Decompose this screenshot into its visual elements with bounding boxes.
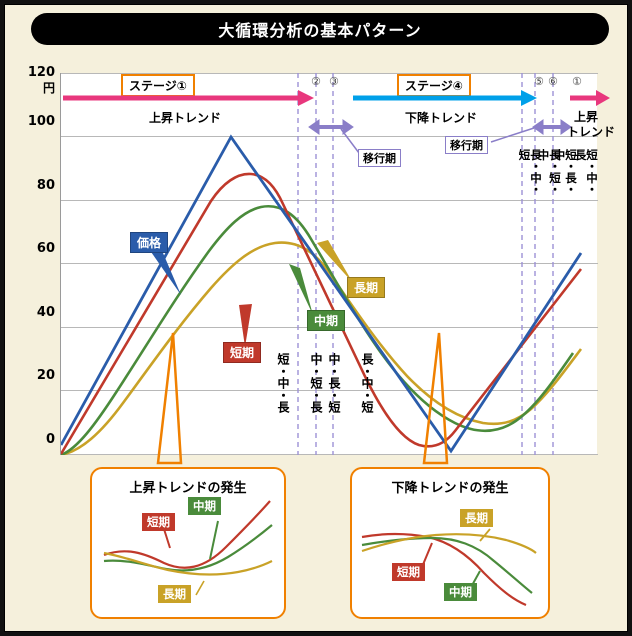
uptrend-mini-tag-mid: 中期: [188, 497, 221, 515]
order-label-peak-c: 中・長・短: [327, 353, 341, 413]
marker-number-3: ③: [329, 75, 339, 88]
marker-number-1: ①: [572, 75, 582, 88]
order-label-peak-d: 長・中・短: [360, 353, 374, 413]
trend-arrows: [63, 90, 610, 154]
y-tick-80: 80: [36, 178, 55, 193]
uptrend-arrow-1: [63, 90, 314, 106]
downtrend-mini-tag-short: 短期: [392, 563, 425, 581]
uptrend-mini-tag-long: 長期: [158, 585, 191, 603]
uptrend-arrow-2: [570, 90, 610, 106]
detail-connectors: [156, 332, 449, 465]
y-tick-20: 20: [36, 368, 55, 383]
transition-leader-2: [490, 127, 535, 143]
connector-right: [422, 332, 449, 465]
y-tick-0: 0: [45, 432, 55, 447]
downtrend-arrow: [353, 90, 537, 106]
mid-leader: [289, 264, 313, 315]
series-short: [61, 172, 583, 455]
vertical-markers: [297, 73, 554, 455]
downtrend-mini-tag-mid: 中期: [444, 583, 477, 601]
detail-box-downtrend: 下降トレンドの発生 長期 短期 中期: [350, 467, 550, 619]
detail-box-downtrend-title: 下降トレンドの発生: [391, 481, 509, 496]
y-tick-40: 40: [36, 305, 55, 320]
transition-arrow-2: [532, 119, 572, 135]
order-label-peak-b: 中・短・長: [309, 353, 323, 413]
mini-series-short: [103, 500, 271, 569]
y-tick-120: 120: [27, 65, 55, 80]
uptrend-label-2-line1: 上昇: [574, 110, 599, 124]
transition-leader-1: [340, 128, 360, 154]
chart-frame: 大循環分析の基本パターン 120 円 100 80 60 40 20 0: [4, 4, 628, 632]
series-tag-short: 短期: [223, 342, 262, 363]
title-bar: 大循環分析の基本パターン: [31, 13, 609, 45]
marker-number-2: ②: [311, 75, 321, 88]
order-label-peak-a: 短・中・長: [276, 353, 290, 413]
series-tag-long: 長期: [347, 277, 386, 298]
series-tag-mid: 中期: [307, 310, 346, 331]
stage-1-badge: ステージ①: [121, 74, 195, 97]
marker-number-5: ⑤: [534, 75, 544, 88]
mini-series-long-2: [361, 533, 537, 554]
marker-number-6: ⑥: [548, 75, 558, 88]
long-leader: [317, 240, 353, 283]
mini-series-long: [103, 551, 273, 576]
transition-arrow-1: [308, 119, 354, 135]
order-label-trough-b: 長・短・中: [536, 149, 563, 195]
price-leader: [149, 249, 181, 295]
detail-box-uptrend-title: 上昇トレンドの発生: [129, 481, 247, 496]
chart-area: 120 円 100 80 60 40 20 0: [21, 57, 616, 469]
order-label-trough-c: 短・長・中: [552, 149, 579, 195]
connector-left: [156, 332, 183, 465]
downtrend-mini-tag-long: 長期: [460, 509, 493, 527]
y-tick-60: 60: [36, 241, 55, 256]
mini-series-mid: [103, 524, 273, 572]
uptrend-label-2-line2: トレンド: [567, 125, 616, 139]
order-label-trough-a: 長・中・短: [517, 149, 544, 195]
detail-box-uptrend: 上昇トレンドの発生 短期 中期 長期: [90, 467, 286, 619]
short-leader: [239, 304, 252, 347]
mini-series-mid-2: [361, 536, 533, 594]
uptrend-mini-chart: [103, 500, 273, 596]
y-tick-100: 100: [27, 114, 55, 129]
uptrend-label: 上昇トレンド: [149, 111, 222, 125]
transition-badge-2: 移行期: [445, 136, 488, 154]
series-tag-price: 価格: [130, 232, 169, 253]
plot-canvas: [60, 73, 598, 455]
series-price: [61, 134, 583, 454]
downtrend-label: 下降トレンド: [405, 111, 478, 125]
series-callout-leaders: [149, 240, 353, 347]
uptrend-mini-tag-short: 短期: [142, 513, 175, 531]
order-label-trough-d: 短・中・長: [573, 149, 600, 195]
series-mid: [61, 204, 575, 455]
y-axis-unit: 円: [43, 81, 56, 95]
page-title: 大循環分析の基本パターン: [218, 21, 422, 40]
mini-series-short-2: [361, 532, 527, 607]
transition-badge-1: 移行期: [358, 149, 401, 167]
